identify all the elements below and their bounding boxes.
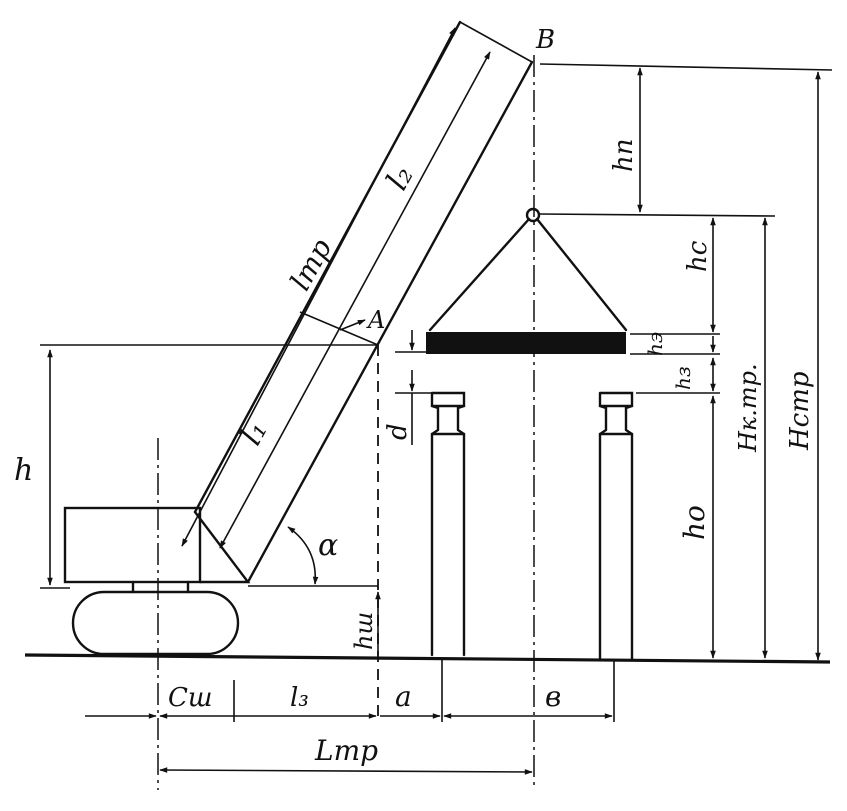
dim-l-tr: [181, 27, 456, 547]
dim-l1-l2: [219, 51, 491, 549]
ext-point-b: [539, 63, 833, 71]
label-c-sh: Сш: [168, 683, 213, 713]
label-point-a: A: [366, 306, 385, 334]
label-h-sh: hш: [350, 612, 378, 650]
label-h-p: hп: [609, 139, 639, 173]
label-l3: l₃: [290, 683, 309, 713]
label-d: d: [383, 423, 413, 440]
label-a: а: [395, 680, 412, 713]
sling-left: [428, 217, 531, 332]
crane-track: [71, 590, 240, 656]
dim-L-tr: [159, 767, 533, 775]
column-left: [430, 391, 466, 657]
label-L-tr: Lтр: [314, 734, 378, 767]
boom-foot: [193, 510, 251, 584]
label-h-e: hэ: [643, 332, 667, 356]
lifted-beam: [426, 332, 626, 354]
label-alpha: α: [318, 528, 338, 563]
crane-body: [63, 506, 202, 584]
boom-lower-chord: [246, 60, 534, 584]
label-h-s: hс: [683, 240, 713, 272]
label-b: в: [545, 680, 561, 713]
boom-top-ext: [459, 21, 533, 63]
ext-hook: [539, 213, 776, 217]
label-point-b: B: [535, 25, 555, 55]
label-h-k-tr: Нк.тр.: [734, 363, 762, 453]
dim-a-arrow: [339, 319, 366, 331]
label-h-o: hо: [678, 505, 711, 540]
hook: [525, 207, 541, 223]
label-l1: l₁: [234, 415, 275, 451]
dim-a-leader: [299, 311, 379, 346]
label-h: h: [14, 453, 33, 488]
label-h-z: hз: [671, 366, 695, 390]
sling-right: [535, 217, 628, 332]
ground-line: [24, 653, 831, 664]
alpha-arc: [287, 526, 319, 585]
label-h-str: Нстр: [785, 371, 815, 451]
